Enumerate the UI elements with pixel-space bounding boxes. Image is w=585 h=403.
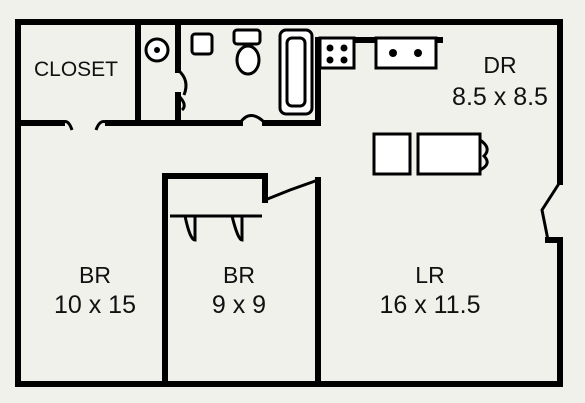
bath-fixtures xyxy=(144,28,314,116)
bedroom2-label: BR xyxy=(223,262,255,288)
entry-door xyxy=(540,181,562,241)
interior-wall-upper xyxy=(15,37,321,131)
bedroom1-label: BR xyxy=(79,262,111,288)
exterior-walls xyxy=(15,19,563,387)
bedroom2-walls xyxy=(162,173,321,387)
bathtub-icon xyxy=(278,28,314,116)
dining-table-icon xyxy=(372,132,489,176)
bedroom2-dimensions: 9 x 9 xyxy=(211,291,267,319)
kitchen-fixtures xyxy=(318,36,438,70)
kitchen-counter xyxy=(374,36,438,70)
stove-icon xyxy=(318,36,356,70)
closet-label: CLOSET xyxy=(33,58,119,81)
toilet-icon xyxy=(232,28,262,76)
living-room-dimensions: 16 x 11.5 xyxy=(379,291,481,319)
vanity-icon xyxy=(190,32,214,56)
dining-room-dimensions: 8.5 x 8.5 xyxy=(452,83,548,111)
bedroom1-dimensions: 10 x 15 xyxy=(53,291,136,319)
living-room-label: LR xyxy=(415,262,445,288)
dining-room-label: DR xyxy=(483,52,517,78)
sink-icon xyxy=(144,37,170,63)
